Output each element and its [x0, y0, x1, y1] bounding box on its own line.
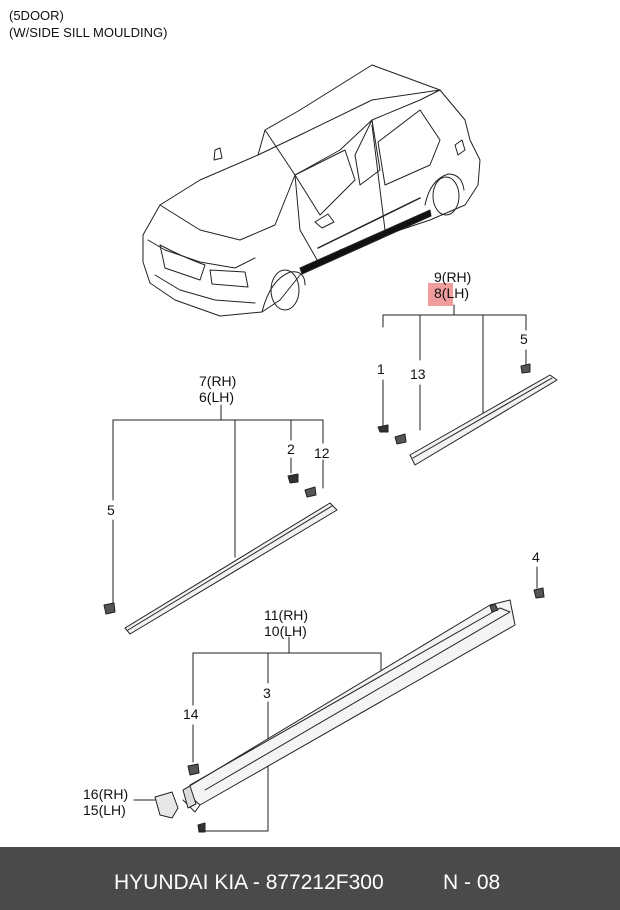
callout-8-lh: 8(LH)	[434, 285, 470, 301]
car-illustration	[142, 64, 481, 317]
callout-6-lh: 6(LH)	[199, 389, 235, 405]
callout-9-rh: 9(RH)	[434, 269, 472, 285]
callout-7-rh: 7(RH)	[199, 373, 237, 389]
callout-2: 2	[287, 441, 295, 457]
callout-5-rear: 5	[520, 331, 528, 347]
exploded-view-drawing	[103, 64, 558, 833]
callout-1: 1	[377, 361, 385, 377]
side-sill-moulding-group	[133, 566, 545, 833]
callout-16-rh: 16(RH)	[83, 786, 129, 802]
callout-11-rh: 11(RH)	[264, 607, 309, 623]
part-highlight	[428, 283, 453, 306]
variant-sublabel: (W/SIDE SILL MOULDING)	[9, 25, 168, 40]
callout-3: 3	[263, 685, 271, 701]
part-number: HYUNDAI KIA - 877212F300	[114, 871, 384, 894]
page-code: N - 08	[443, 871, 501, 894]
front-door-moulding-group	[103, 404, 338, 635]
rear-door-moulding-group	[377, 304, 558, 466]
variant-label: (5DOOR)	[9, 8, 64, 23]
callout-15-lh: 15(LH)	[83, 802, 126, 818]
callout-10-lh: 10(LH)	[264, 623, 307, 639]
callout-5-front: 5	[107, 502, 115, 518]
callout-13: 13	[410, 366, 426, 382]
callout-4: 4	[532, 549, 540, 565]
callout-14: 14	[183, 706, 199, 722]
callout-12: 12	[314, 445, 330, 461]
footer-bar: HYUNDAI KIA - 877212F300 N - 08	[0, 847, 620, 910]
